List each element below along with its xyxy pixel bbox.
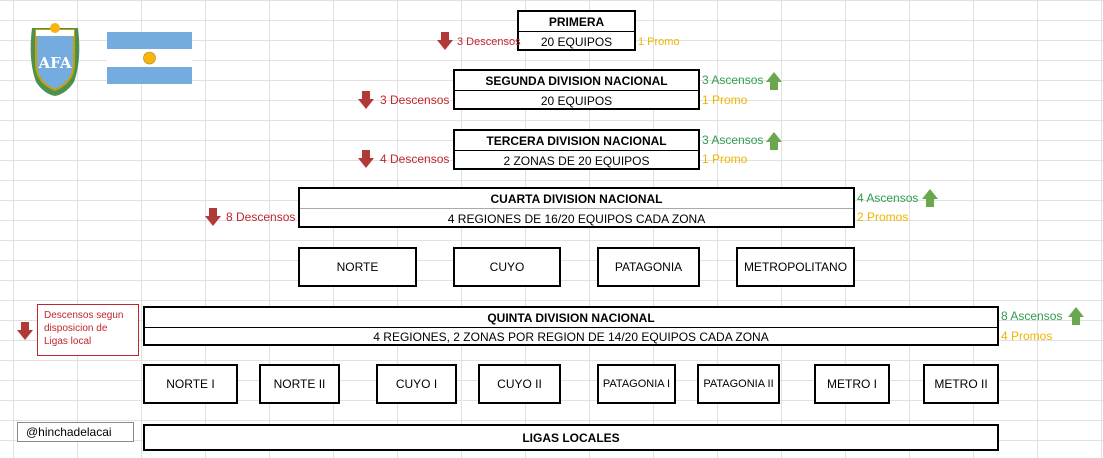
cuarta-teams: 4 REGIONES DE 16/20 EQUIPOS CADA ZONA [447, 211, 706, 226]
segunda-ascensos: 3 Ascensos [702, 73, 764, 87]
region-norte: NORTE [298, 247, 417, 287]
ligas-locales-box: LIGAS LOCALES [143, 424, 999, 451]
region-metropolitano: METROPOLITANO [736, 247, 855, 287]
quinta-teams: 4 REGIONES, 2 ZONAS POR REGION DE 14/20 … [373, 330, 769, 344]
region-cuyo: CUYO [453, 247, 561, 287]
segunda-descensos: 3 Descensos [380, 93, 450, 107]
descenso-arrow-icon [437, 32, 453, 50]
ascenso-arrow-icon [766, 132, 782, 150]
ascenso-arrow-icon [1068, 307, 1084, 325]
primera-promo: 1 Promo [638, 36, 680, 48]
region-cuyo-i: CUYO I [376, 364, 457, 404]
quinta-title: QUINTA DIVISION NACIONAL [487, 311, 655, 325]
afa-logo-text: AFA [37, 54, 71, 72]
author-handle: @hinchadelacai [17, 422, 134, 442]
descenso-arrow-icon [205, 208, 221, 226]
cuarta-descensos: 8 Descensos [226, 210, 296, 224]
primera-box: PRIMERA 20 EQUIPOS [517, 10, 636, 51]
segunda-teams: 20 EQUIPOS [540, 93, 613, 108]
ascenso-arrow-icon [766, 72, 782, 90]
tercera-box: TERCERA DIVISION NACIONAL 2 ZONAS DE 20 … [453, 129, 700, 170]
sun-icon [143, 51, 156, 65]
descenso-arrow-icon [358, 150, 374, 168]
primera-teams: 20 EQUIPOS [540, 34, 613, 49]
quinta-box: QUINTA DIVISION NACIONAL 4 REGIONES, 2 Z… [143, 306, 999, 346]
primera-descensos: 3 Descensos [457, 36, 521, 48]
region-cuyo-ii: CUYO II [478, 364, 561, 404]
afa-logo: AFA [30, 23, 80, 96]
segunda-box: SEGUNDA DIVISION NACIONAL 20 EQUIPOS [453, 69, 700, 110]
segunda-promo: 1 Promo [702, 93, 748, 107]
region-metro-ii: METRO II [923, 364, 999, 404]
tercera-teams: 2 ZONAS DE 20 EQUIPOS [503, 153, 650, 168]
descenso-arrow-icon [358, 91, 374, 109]
ascenso-arrow-icon [922, 189, 938, 207]
cuarta-box: CUARTA DIVISION NACIONAL 4 REGIONES DE 1… [298, 187, 855, 228]
region-norte-ii: NORTE II [259, 364, 340, 404]
segunda-title: SEGUNDA DIVISION NACIONAL [485, 74, 668, 88]
quinta-ascensos: 8 Ascensos [1001, 309, 1063, 323]
region-patagonia-i: PATAGONIA I [597, 364, 676, 404]
tercera-promo: 1 Promo [702, 152, 748, 166]
region-norte-i: NORTE I [143, 364, 238, 404]
tercera-ascensos: 3 Ascensos [702, 133, 764, 147]
quinta-promo: 4 Promos [1001, 329, 1053, 343]
primera-title: PRIMERA [548, 15, 605, 29]
cuarta-promo: 2 Promos [857, 210, 909, 224]
descenso-arrow-icon [17, 322, 33, 340]
cuarta-title: CUARTA DIVISION NACIONAL [490, 192, 663, 206]
descensos-note: Descensos segun disposicion de Ligas loc… [37, 304, 139, 356]
region-patagonia-ii: PATAGONIA II [697, 364, 780, 404]
cuarta-ascensos: 4 Ascensos [857, 191, 919, 205]
tercera-descensos: 4 Descensos [380, 152, 450, 166]
region-patagonia: PATAGONIA [597, 247, 700, 287]
argentina-flag [107, 32, 192, 84]
region-metro-i: METRO I [814, 364, 890, 404]
tercera-title: TERCERA DIVISION NACIONAL [486, 134, 667, 148]
